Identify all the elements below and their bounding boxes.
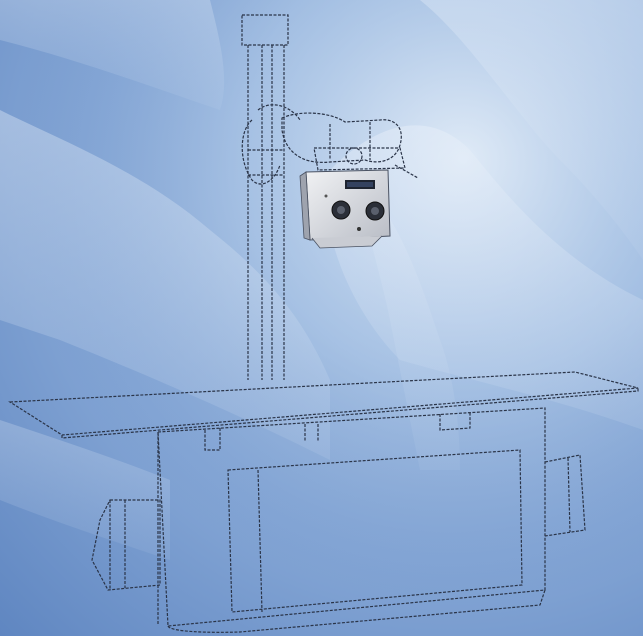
table-base (91, 407, 586, 633)
vertical-column (241, 14, 301, 380)
patient-tabletop (8, 371, 639, 439)
line-drawing (8, 14, 639, 633)
tube-head (281, 112, 419, 179)
overlay-xray-hand (0, 0, 643, 560)
control-box (299, 169, 391, 249)
